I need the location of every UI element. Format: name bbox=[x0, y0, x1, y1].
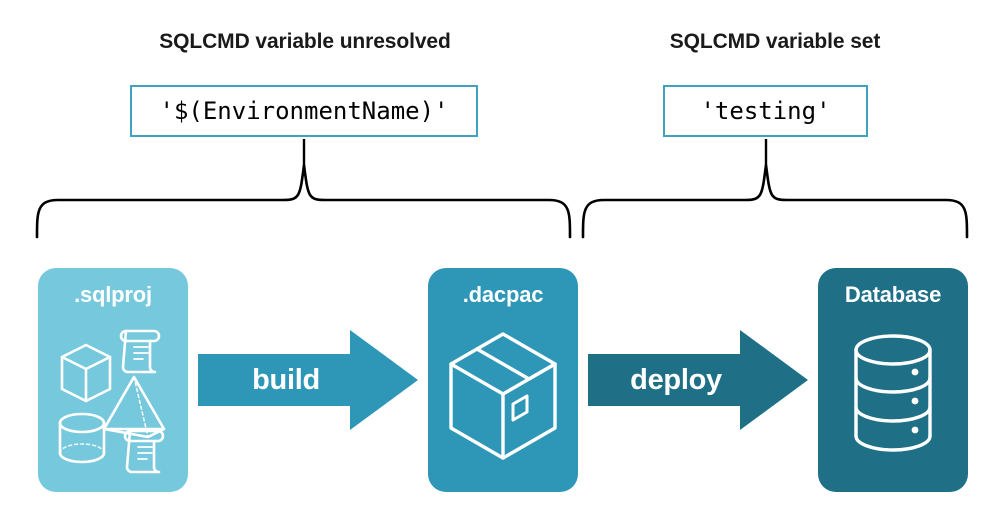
heading-sqlcmd-variable-unresolved: SQLCMD variable unresolved bbox=[159, 30, 451, 53]
brace-right bbox=[581, 163, 969, 239]
node-dacpac: .dacpac bbox=[428, 268, 578, 492]
arrow-deploy-shape bbox=[588, 330, 808, 430]
brace-left bbox=[35, 163, 572, 239]
database-cylinder-icon bbox=[854, 334, 932, 452]
node-sqlproj: .sqlproj bbox=[38, 268, 188, 492]
package-box-icon bbox=[449, 332, 557, 460]
sqlproj-icon-group bbox=[58, 329, 166, 474]
node-database: Database bbox=[818, 268, 968, 492]
value-box-environment-name: '$(EnvironmentName)' bbox=[130, 85, 478, 137]
node-database-label: Database bbox=[844, 282, 942, 307]
node-sqlproj-artwork bbox=[38, 314, 188, 484]
node-sqlproj-label: .sqlproj bbox=[74, 282, 152, 307]
heading-sqlcmd-variable-set: SQLCMD variable set bbox=[669, 30, 881, 53]
cube-wireframe-icon bbox=[60, 343, 112, 403]
node-database-artwork bbox=[818, 314, 968, 484]
arrow-build: build bbox=[198, 330, 418, 430]
script-scroll-icon-bottom bbox=[123, 429, 165, 474]
arrow-deploy: deploy bbox=[588, 330, 808, 430]
pyramid-wireframe-icon bbox=[102, 375, 166, 439]
node-dacpac-label: .dacpac bbox=[462, 282, 544, 307]
cylinder-wireframe-icon bbox=[58, 412, 106, 464]
arrow-build-shape bbox=[198, 330, 418, 430]
script-scroll-icon-top bbox=[119, 329, 161, 374]
node-dacpac-artwork bbox=[428, 314, 578, 484]
value-box-testing: 'testing' bbox=[663, 85, 868, 137]
